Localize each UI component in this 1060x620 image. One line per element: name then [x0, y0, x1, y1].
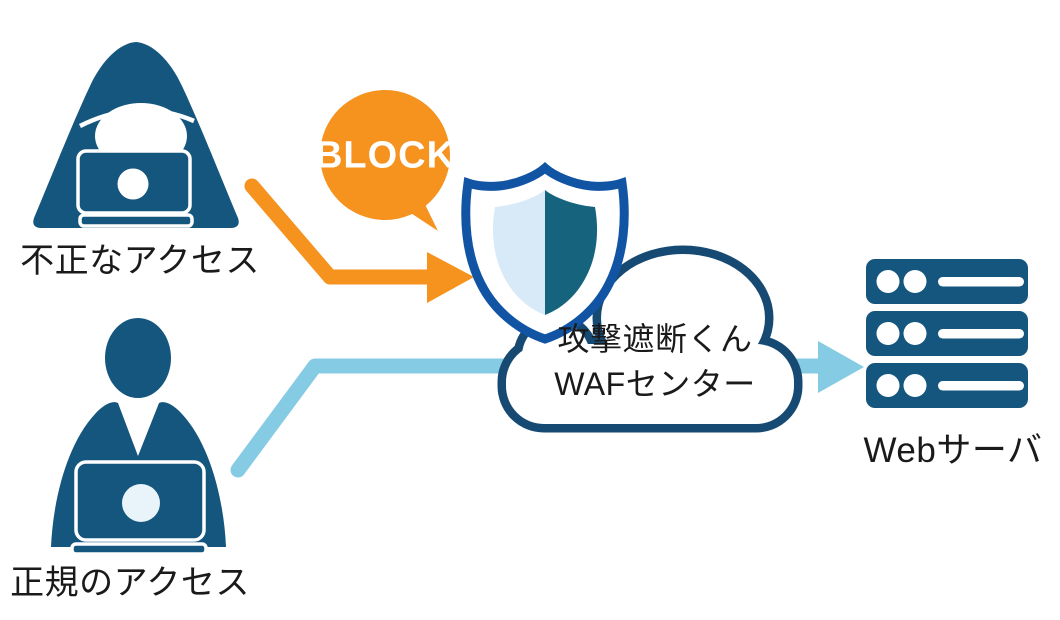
server-unit-1: [866, 259, 1028, 304]
block-speech-bubble: [320, 90, 450, 231]
web-server-label: Webサーバ: [863, 431, 1043, 470]
attacker-label: 不正なアクセス: [20, 242, 260, 280]
waf-cloud-label-line2: WAFセンター: [554, 366, 756, 402]
user-laptop-base: [70, 542, 208, 556]
hood-rim: [78, 107, 195, 129]
server-icon: [866, 259, 1028, 408]
server-unit-2: [866, 311, 1028, 356]
hacker-laptop-base: [78, 213, 194, 228]
waf-cloud: [497, 245, 803, 433]
hacker-laptop-logo: [117, 168, 149, 200]
user-laptop-logo: [122, 484, 160, 522]
legit-user-label: 正規のアクセス: [10, 564, 250, 602]
cloud-body: [506, 254, 794, 424]
user-head: [105, 318, 171, 398]
server-unit-3: [866, 363, 1028, 408]
waf-cloud-label-line1: 攻撃遮断くん: [557, 321, 753, 357]
block-label: BLOCK: [314, 134, 456, 177]
user-icon: [51, 318, 226, 556]
blocked-access-arrow: [244, 178, 474, 303]
hacker-icon: [33, 42, 239, 228]
waf-cloud-label: 攻撃遮断くん WAFセンター: [554, 317, 755, 407]
shield-icon: [461, 162, 629, 344]
